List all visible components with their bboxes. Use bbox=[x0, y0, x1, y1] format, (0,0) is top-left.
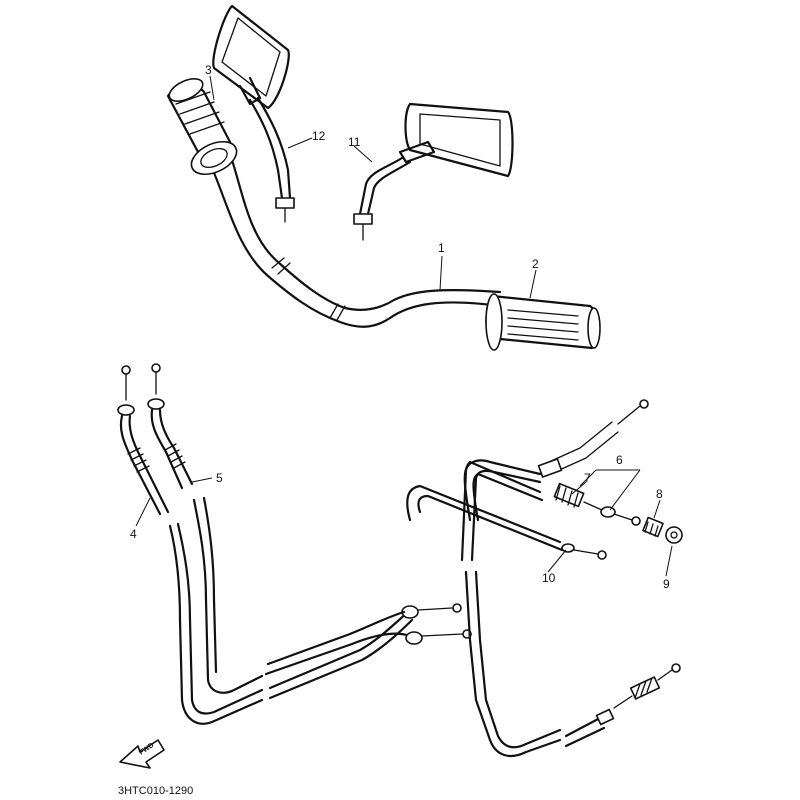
throttle-cable-pull[interactable] bbox=[117, 365, 462, 725]
callout-1: 1 bbox=[438, 241, 445, 255]
clutch-cable[interactable] bbox=[406, 460, 607, 560]
callout-7: 7 bbox=[584, 471, 591, 485]
forward-arrow-icon: FWD bbox=[119, 739, 165, 769]
right-grip[interactable] bbox=[485, 293, 601, 351]
drawing-code: 3HTC010-1290 bbox=[118, 785, 193, 797]
throttle-cable-return[interactable] bbox=[147, 363, 472, 694]
callout-4: 4 bbox=[130, 527, 137, 541]
callout-5: 5 bbox=[216, 471, 223, 485]
right-mirror[interactable] bbox=[353, 102, 514, 241]
callout-8: 8 bbox=[656, 487, 663, 501]
callout-6: 6 bbox=[616, 453, 623, 467]
callout-labels: 1 2 3 4 5 6 7 8 9 10 11 12 bbox=[130, 63, 670, 591]
left-grip[interactable] bbox=[166, 74, 242, 181]
callout-3: 3 bbox=[205, 63, 212, 77]
callout-12: 12 bbox=[312, 129, 326, 143]
callout-10: 10 bbox=[542, 571, 556, 585]
callout-2: 2 bbox=[532, 257, 539, 271]
callout-9: 9 bbox=[663, 577, 670, 591]
left-mirror[interactable] bbox=[212, 4, 295, 223]
brake-adjuster[interactable] bbox=[553, 482, 683, 544]
callout-leaders bbox=[135, 75, 673, 577]
callout-11: 11 bbox=[348, 135, 361, 149]
handlebar[interactable] bbox=[210, 158, 502, 328]
brake-cable[interactable] bbox=[460, 399, 681, 758]
